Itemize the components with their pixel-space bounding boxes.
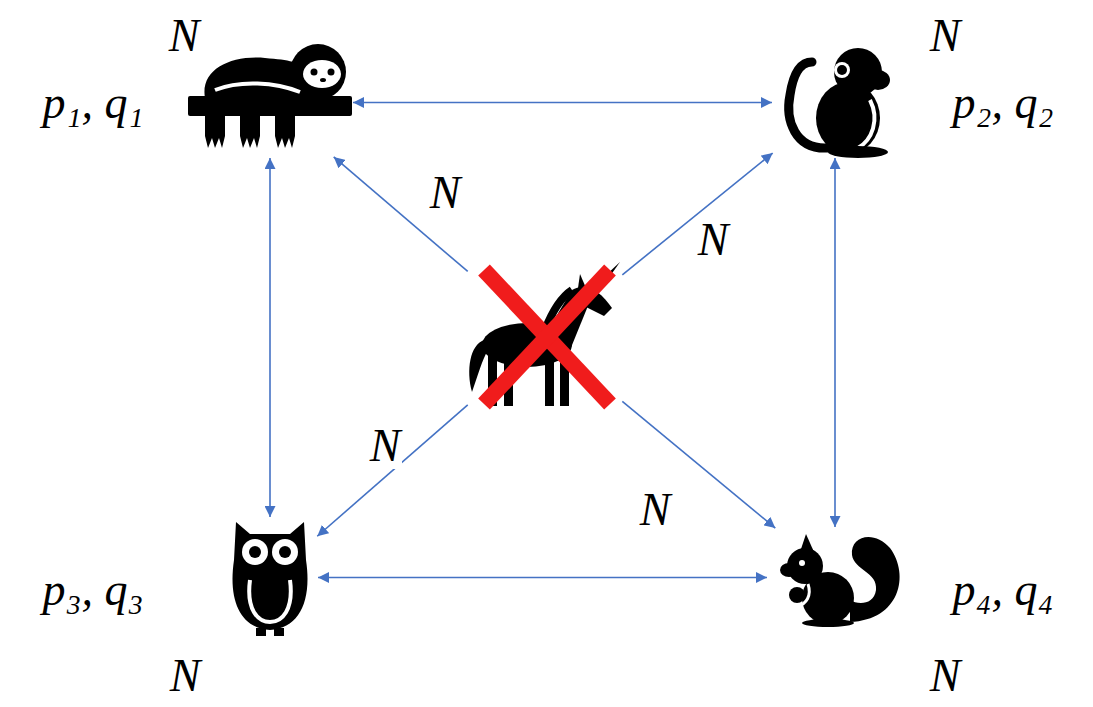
sloth-leg [205,116,225,148]
owl-eye [242,539,268,565]
squirrel-snout [780,563,798,577]
node-label: p₂, q₂ [953,80,1054,126]
edge-label: N [696,217,731,263]
node-label: N [170,653,201,699]
unicorn-node [470,265,620,410]
node-label: N [930,653,961,699]
monkey-ear [834,62,850,78]
owl-pupil [249,546,261,558]
node-label: p₃, q₃ [43,567,144,613]
unicorn-icon [469,262,620,406]
monkey-icon [789,48,890,158]
sloth-arm-line [215,83,300,92]
node-label: p₄, q₄ [953,567,1054,613]
connector-arrow [334,157,468,272]
owl-foot [274,628,284,636]
squirrel-icon [780,534,900,627]
connector-arrow [353,102,772,104]
connector-arrow [622,153,772,275]
edge-label: N [428,170,463,216]
monkey-muzzle [866,70,890,90]
sloth-branch [188,96,352,116]
squirrel-arm-line [798,584,809,606]
owl-eye [272,539,298,565]
red-cross [484,270,610,404]
squirrel-ear [800,534,814,552]
squirrel-eye [799,560,805,566]
sloth-eye [328,69,335,76]
node-label: N [930,13,961,59]
connector-arrow [317,405,467,536]
edge-label: N [368,423,403,469]
squirrel-paws [789,587,805,603]
cross-stroke [484,270,610,404]
monkey-feet [828,146,888,158]
owl-node: p₃, q₃N [225,520,315,635]
squirrel-tail [850,537,900,622]
connector-arrow [269,158,271,517]
cross-stroke [484,270,610,404]
owl-foot [256,628,266,636]
node-label: N [169,13,200,59]
owl-icon [233,522,308,636]
sloth-node: Np₁, q₁ [190,50,350,155]
node-label: p₁, q₁ [43,80,144,126]
monkey-node: Np₂, q₂ [775,50,895,155]
sloth-leg [275,116,295,148]
sloth-face [303,60,341,88]
owl-belly-line [249,580,291,622]
connector-arrow [318,577,767,579]
squirrel-node: p₄, q₄N [770,530,900,625]
monkey-arm-line [858,100,874,148]
monkey-ear-inner [837,65,847,75]
owl-pupil [279,546,291,558]
unicorn-leg [545,356,554,406]
sloth-nose [320,78,326,82]
owl-body [233,522,308,630]
sloth-leg [240,116,260,148]
connector-arrow [834,158,836,527]
edge-label: N [638,487,673,533]
sloth-icon [188,44,352,148]
sloth-eye [311,69,318,76]
squirrel-feet [802,619,854,627]
